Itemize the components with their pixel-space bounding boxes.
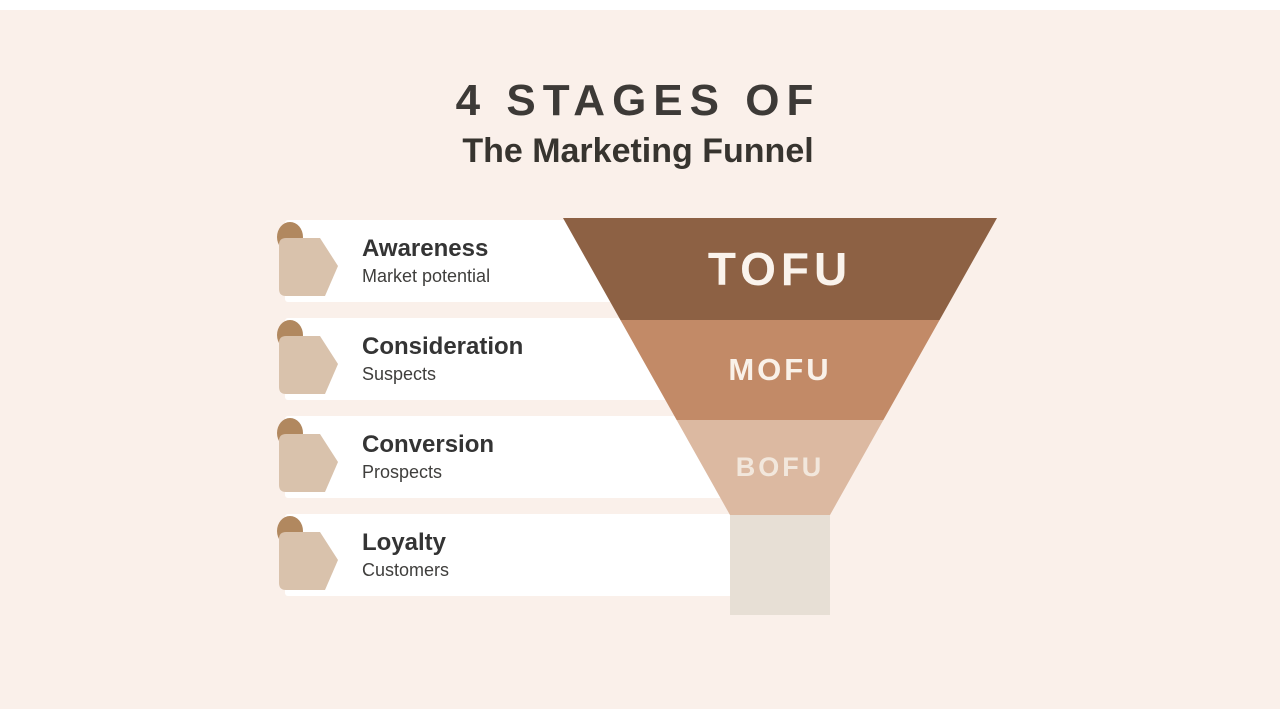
stage-text: Loyalty Customers [362,527,449,583]
stage-description: Suspects [362,364,437,384]
stage-name: Awareness [362,235,489,262]
stage-description: Customers [362,560,450,580]
ribbon-arrow-icon [277,222,338,296]
stage-description: Market potential [362,266,491,286]
page-subtitle: The Marketing Funnel [462,132,814,170]
stage-name: Conversion [362,431,495,458]
ribbon-arrow-icon [277,516,338,590]
ribbon-arrow-icon [277,418,338,492]
stage-text: Consideration Suspects [362,331,523,387]
stage-text: Conversion Prospects [362,429,494,485]
funnel-section-tofu: TOFU [563,218,997,320]
marketing-funnel: TOFU MOFU BOFU [563,218,997,615]
page-title: 4 STAGES OF [455,76,821,125]
funnel-spout [730,515,830,615]
funnel-section-bofu: BOFU [676,420,884,515]
ribbon-arrow-icon [277,320,338,394]
stage-name: Consideration [362,333,524,360]
stage-description: Prospects [362,462,443,482]
stage-text: Awareness Market potential [362,233,490,289]
funnel-section-mofu: MOFU [620,320,940,420]
stage-name: Loyalty [362,529,447,556]
